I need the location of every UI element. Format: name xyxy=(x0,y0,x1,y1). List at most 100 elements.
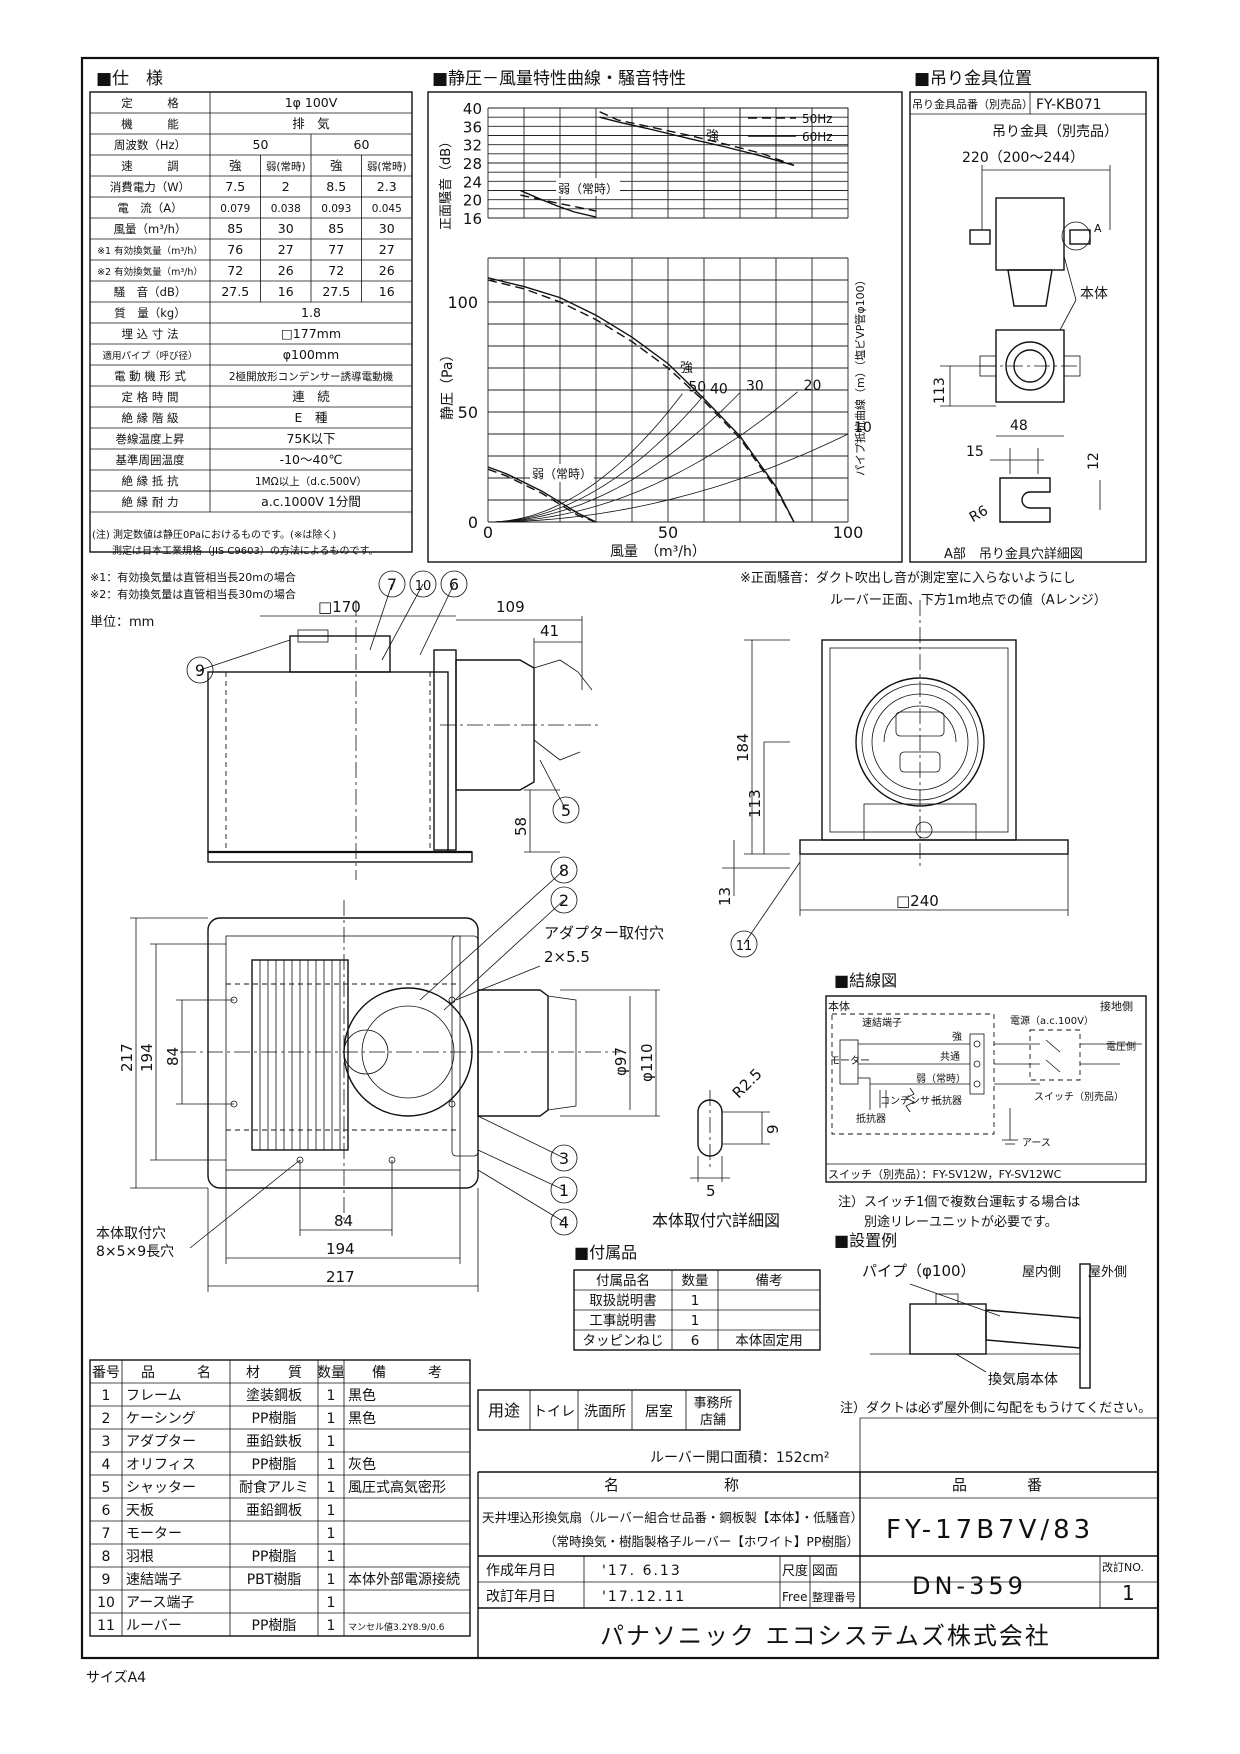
parts-cell-1-4: 黒色 xyxy=(348,1387,376,1404)
spec-value-2-1: 60 xyxy=(354,137,370,152)
balloon-9 xyxy=(186,656,214,684)
parts-cell-3-0: 3 xyxy=(102,1434,111,1450)
wiring-note-1: 注）スイッチ1個で複数台運転する場合は xyxy=(838,1194,1080,1210)
spec-value-18: 1MΩ以上（d.c.500V） xyxy=(255,476,367,488)
usage-item-1: 洗面所 xyxy=(584,1404,626,1420)
balloon-11 xyxy=(730,930,758,958)
spec-value-14: 連 続 xyxy=(292,389,330,404)
acc-cell-3-1: 6 xyxy=(691,1333,700,1349)
front-view xyxy=(799,600,1069,870)
noise-ytick: 32 xyxy=(463,137,482,155)
parts-cell-1-2: 塗装鋼板 xyxy=(246,1387,302,1404)
balloon-label-7: 7 xyxy=(387,575,397,594)
wiring-note-2: 別途リレーユニットが必要です。 xyxy=(864,1214,1058,1230)
title-name-1: 天井埋込形換気扇（ルーバー組合せ品番・鋼板製【本体】・低騒音） xyxy=(482,1510,863,1525)
parts-cell-6-1: 天板 xyxy=(126,1503,154,1519)
spec-label-9: 騒 音（dB） xyxy=(114,285,187,299)
performance-chart: 40363228242016正面騒音（dB）50Hz60Hz強弱（常時）0501… xyxy=(438,100,872,560)
parts-cell-2-0: 2 xyxy=(102,1411,111,1427)
install-note: 注）ダクトは必ず屋外側に勾配をもうけてください。 xyxy=(840,1401,1151,1416)
spec-value-9-2: 27.5 xyxy=(322,284,350,299)
dim-5: 5 xyxy=(706,1182,716,1200)
parts-cell-9-1: 速結端子 xyxy=(126,1572,182,1588)
parts-cell-5-3: 1 xyxy=(327,1480,336,1496)
spec-label-8: ※2 有効換気量（m³/h） xyxy=(97,266,203,278)
parts-cell-2-3: 1 xyxy=(327,1411,336,1427)
footnote-2: ※2：有効換気量は直管相当長30mの場合 xyxy=(90,587,296,601)
pressure-ytick: 50 xyxy=(458,403,478,422)
install-section-title: ■設置例 xyxy=(834,1231,897,1250)
dim-109: 109 xyxy=(496,598,525,616)
title-revised: '17.12.11 xyxy=(602,1589,686,1605)
noise-curve-2 xyxy=(520,194,597,212)
balloon-label-8: 8 xyxy=(559,861,569,880)
mount-hole-dim: 8×5×9長穴 xyxy=(96,1244,174,1260)
usage-table: 用途トイレ洗面所居室事務所店舗 xyxy=(477,1389,741,1431)
parts-cell-4-0: 4 xyxy=(102,1457,111,1473)
parts-cell-10-3: 1 xyxy=(327,1595,336,1611)
adapter-hole-dim: 2×5.5 xyxy=(544,948,590,966)
spec-label-13: 電 動 機 形 式 xyxy=(114,369,187,383)
spec-value-6-3: 30 xyxy=(379,221,395,236)
spec-note-2: 測定は日本工業規格（JIS C9603）の方法によるものです。 xyxy=(92,544,379,557)
hanger-dim-15: 15 xyxy=(966,444,984,460)
balloon-4 xyxy=(550,1208,578,1236)
noise-ytick: 16 xyxy=(463,210,482,228)
pressure-ytick: 0 xyxy=(468,513,478,532)
spec-label-5: 電 流（A） xyxy=(117,201,182,215)
detail-a-mark xyxy=(1061,221,1091,251)
spec-value-13: 2極開放形コンデンサー誘導電動機 xyxy=(229,370,394,383)
pipe-curve-label-30: 30 xyxy=(746,379,764,395)
balloon-2 xyxy=(550,886,578,914)
title-scale: Free xyxy=(782,1590,807,1604)
title-rev-no: 1 xyxy=(1122,1581,1135,1605)
acc-cell-1-1: 1 xyxy=(691,1293,700,1309)
pressure-curve-1 xyxy=(487,277,795,523)
chart-section-title: ■静圧－風量特性曲線・騒音特性 xyxy=(432,69,686,89)
install-indoor: 屋内側 xyxy=(1022,1264,1061,1280)
wiring-switch: スイッチ（別売品） xyxy=(1034,1090,1124,1103)
dim-58: 58 xyxy=(512,817,530,836)
terminal-block xyxy=(969,1033,985,1095)
pressure-label-strong: 強 xyxy=(680,361,693,376)
paper-size: サイズA4 xyxy=(86,1670,146,1686)
parts-cell-7-0: 7 xyxy=(102,1526,111,1542)
install-fan-body xyxy=(909,1303,987,1355)
accessories-section-title: ■付属品 xyxy=(574,1243,637,1262)
switch-symbol xyxy=(1029,1029,1081,1081)
hanger-section-title: ■吊り金具位置 xyxy=(914,69,1032,89)
pipe-curve-label-40: 40 xyxy=(710,381,728,397)
wiring-power: 電源（a.c.100V） xyxy=(1010,1014,1094,1027)
acc-cell-3-0: タッピンねじ xyxy=(583,1333,664,1349)
noise-label-weak: 弱（常時） xyxy=(558,182,618,196)
spec-value-7-0: 76 xyxy=(227,242,243,257)
parts-cell-6-0: 6 xyxy=(102,1503,111,1519)
spec-value-6-0: 85 xyxy=(227,221,243,236)
wiring-terminal: 速結端子 xyxy=(862,1016,902,1029)
pressure-label-weak: 弱（常時） xyxy=(532,467,592,481)
spec-label-7: ※1 有効換気量（m³/h） xyxy=(97,245,203,257)
pressure-curve-0 xyxy=(487,279,795,523)
noise-curve-0 xyxy=(599,111,795,166)
spec-value-8-3: 26 xyxy=(379,263,395,278)
chart-frame xyxy=(427,91,903,563)
parts-cell-8-2: PP樹脂 xyxy=(252,1549,297,1565)
acc-cell-3-2: 本体固定用 xyxy=(735,1333,803,1349)
balloon-7 xyxy=(378,570,406,598)
spec-label-4: 消費電力（W） xyxy=(110,180,190,194)
dim-170: □170 xyxy=(318,598,361,616)
adapter-hole-label: アダプター取付穴 xyxy=(544,924,664,942)
usage-item-3-b: 店舗 xyxy=(700,1413,726,1428)
balloon-3 xyxy=(550,1144,578,1172)
pressure-ylabel: 静圧（Pa） xyxy=(440,348,456,420)
parts-cell-6-3: 1 xyxy=(327,1503,336,1519)
spec-note-1: (注) 測定数値は静圧0Paにおけるものです。(※は除く) xyxy=(92,528,336,541)
spec-label-10: 質 量（kg） xyxy=(114,306,185,320)
wiring-body: 本体 xyxy=(828,999,850,1013)
spec-value-12: φ100mm xyxy=(283,347,339,362)
hanger-caption: A部 吊り金具穴詳細図 xyxy=(944,546,1083,562)
spec-value-19: a.c.1000V 1分間 xyxy=(261,494,361,509)
acc-cell-0-0: 付属品名 xyxy=(596,1273,650,1289)
